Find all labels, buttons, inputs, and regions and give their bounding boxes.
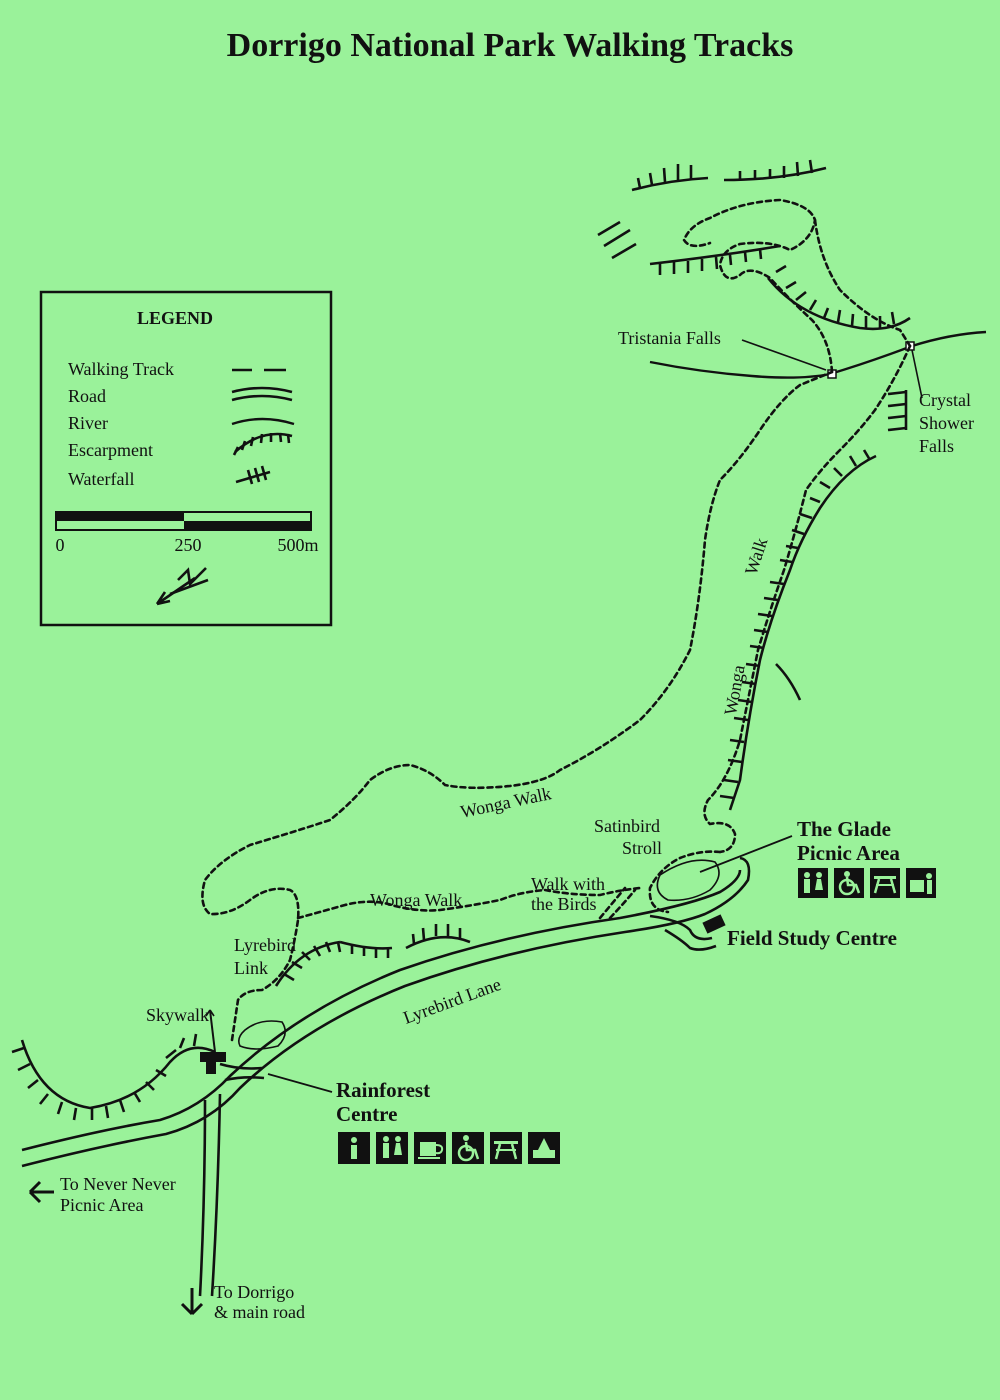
label-wonga-walk-lower: Wonga Walk	[370, 890, 462, 910]
label-glade-line-2: Picnic Area	[797, 841, 900, 865]
label-walk-vertical: Walk	[741, 535, 772, 577]
label-glade-line-1: The Glade	[797, 817, 891, 841]
scale-tick-250: 250	[175, 535, 202, 555]
label-never-never-line-2: Picnic Area	[60, 1195, 143, 1215]
hatched-arc-icon	[232, 432, 293, 456]
legend-label-escarpment: Escarpment	[68, 440, 153, 460]
north-arrow-icon	[155, 567, 209, 606]
legend-label-river: River	[68, 413, 108, 433]
cafe-icon	[414, 1132, 446, 1164]
legend-label-waterfall: Waterfall	[68, 469, 135, 489]
curved-line-icon	[231, 417, 295, 426]
rainforest-centre-building-icon	[200, 1052, 226, 1074]
field-study-building-icon	[702, 914, 726, 934]
arrow-down-icon	[180, 1288, 204, 1316]
label-never-never-line-1: To Never Never	[60, 1174, 176, 1194]
legend: LEGEND Walking Track Road River Escarpme…	[39, 290, 333, 627]
label-field-study-centre: Field Study Centre	[727, 926, 897, 950]
legend-label-road: Road	[68, 386, 106, 406]
label-wonga-vertical: Wonga	[720, 663, 748, 716]
legend-box	[39, 290, 333, 627]
rainforest-facility-icons	[338, 1132, 560, 1164]
label-skywalk: Skywalk	[146, 1005, 209, 1025]
label-tristania-falls: Tristania Falls	[618, 328, 721, 348]
map-title: Dorrigo National Park Walking Tracks	[227, 27, 794, 64]
label-rainforest-line-1: Rainforest	[336, 1078, 430, 1102]
glade-area-outline	[656, 859, 720, 902]
toilets-icon	[798, 868, 828, 898]
scale-tick-0: 0	[56, 535, 65, 555]
skywalk-line	[209, 1009, 216, 1053]
label-lyrebird-link-line-1: Lyrebird	[234, 935, 296, 955]
legend-label-walking-track: Walking Track	[68, 359, 174, 379]
label-walk-with-birds-line-2: the Birds	[531, 894, 597, 914]
bbq-icon	[906, 868, 936, 898]
walking-tracks	[201, 198, 912, 1042]
label-satinbird-line-1: Satinbird	[594, 816, 660, 836]
wheelchair-access-icon	[452, 1132, 484, 1164]
wheelchair-access-icon	[834, 868, 864, 898]
label-satinbird-line-2: Stroll	[622, 838, 662, 858]
legend-heading: LEGEND	[137, 308, 213, 328]
picnic-table-icon	[490, 1132, 522, 1164]
crossed-line-icon	[235, 465, 271, 485]
crystal-pointer	[911, 349, 923, 399]
label-lyrebird-link-line-2: Link	[234, 958, 268, 978]
label-crystal-line-2: Shower	[919, 413, 974, 433]
label-crystal-line-3: Falls	[919, 436, 954, 456]
rainforest-pond	[238, 1020, 286, 1050]
label-to-dorrigo-line-2: & main road	[214, 1302, 305, 1322]
label-crystal-line-1: Crystal	[919, 390, 971, 410]
shelter-icon	[528, 1132, 560, 1164]
information-icon	[338, 1132, 370, 1164]
label-to-dorrigo-line-1: To Dorrigo	[214, 1282, 294, 1302]
glade-pointer	[699, 835, 793, 873]
glade-facility-icons	[798, 868, 936, 898]
escarpments	[11, 159, 911, 1121]
scale-tick-500: 500m	[277, 535, 318, 555]
tristania-pointer	[741, 339, 827, 371]
picnic-table-icon	[870, 868, 900, 898]
rainforest-pointer	[267, 1073, 333, 1093]
label-rainforest-line-2: Centre	[336, 1102, 397, 1126]
arrow-left-icon	[28, 1180, 54, 1204]
label-walk-with-birds-line-1: Walk with	[531, 874, 605, 894]
roads	[21, 856, 751, 1297]
double-line-icon	[231, 386, 293, 402]
toilets-icon	[376, 1132, 408, 1164]
scale-bar: 0 250 500m	[55, 511, 319, 555]
